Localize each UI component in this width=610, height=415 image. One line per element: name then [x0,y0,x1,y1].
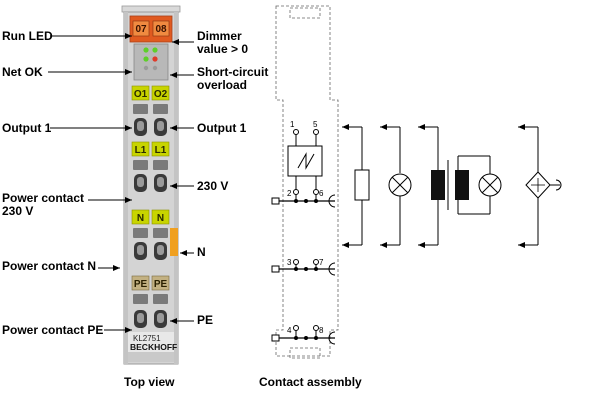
label-power-contact-pe: Power contact PE [2,323,104,337]
contact-2: 2 [287,189,292,198]
tag-o1-box [131,85,150,101]
tag-nb: N [157,213,164,224]
tag-o1: O1 [134,89,148,100]
contact-8: 8 [319,326,324,335]
transformer-primary [431,170,445,200]
tag-peb: PE [154,279,168,290]
tag-pea-box [131,275,150,291]
short-circuit-led [152,56,158,62]
label-output-1-right: Output 1 [197,121,247,135]
clamp-slot [133,104,148,114]
contact-7: 7 [319,258,324,267]
label-power-230-line2: 230 V [2,204,34,218]
label-output-1-left: Output 1 [2,121,52,135]
transformer-secondary [455,170,469,200]
label-n: N [197,245,206,259]
model-text: KL2751 [133,334,161,343]
label-power-contact-n: Power contact N [2,259,97,273]
contact-3: 3 [287,258,292,267]
net-ok-led [143,56,149,62]
led-label-07: 07 [135,24,147,35]
tag-nb-box [151,209,170,225]
contact-6: 6 [319,189,324,198]
callout-arrows [48,33,194,333]
terminal-tags: 07 08 O1 O2 L1 L1 N N PE PE [134,24,168,290]
label-dimmer: Dimmer value > 0 [197,30,248,56]
caption-top-view: Top view [124,375,175,389]
label-230v: 230 V [197,179,229,193]
led-08-box [152,20,170,37]
label-power-contact-230v: Power contact 230 V [2,192,84,218]
clamp-slot [153,104,168,114]
tag-l1b: L1 [155,145,167,156]
tag-na: N [137,213,144,224]
led-off-2 [152,65,158,71]
tag-peb-box [151,275,170,291]
contact-5: 5 [313,120,318,129]
contact-numbers: 1 5 2 6 3 7 4 8 [287,120,324,335]
contact-4: 4 [287,326,292,335]
tag-o2-box [151,85,170,101]
label-dimmer-line1: Dimmer [197,29,242,43]
tag-l1a: L1 [135,145,147,156]
run-led [143,47,149,53]
label-pe: PE [197,313,214,327]
led-07-box [132,20,150,37]
load-circuits [342,124,562,248]
tag-na-box [131,209,150,225]
tag-l1a-box [131,141,150,157]
label-short-line1: Short-circuit [197,65,269,79]
brand-text: BECKHOFF [130,342,177,352]
tag-l1b-box [151,141,170,157]
brand-strip [128,332,174,352]
dimmer-led [152,47,158,53]
led-label-08: 08 [155,24,167,35]
top-clip [121,5,181,13]
tag-o2: O2 [154,89,168,100]
label-short-circuit: Short-circuit overload [197,66,268,92]
tag-pea: PE [134,279,148,290]
left-rail [124,12,128,364]
label-short-line2: overload [197,78,248,92]
terminal-top-view [121,5,181,365]
contact-assembly [271,5,339,359]
n-marker [170,228,178,256]
label-run-led: Run LED [2,29,53,43]
label-power-230-line1: Power contact [2,191,85,205]
contact-1: 1 [290,120,295,129]
label-dimmer-line2: value > 0 [197,42,249,56]
label-net-ok: Net OK [2,65,43,79]
right-rail [174,12,178,364]
caption-contact-assembly: Contact assembly [259,375,362,389]
led-window [133,43,169,81]
led-off-1 [143,65,149,71]
